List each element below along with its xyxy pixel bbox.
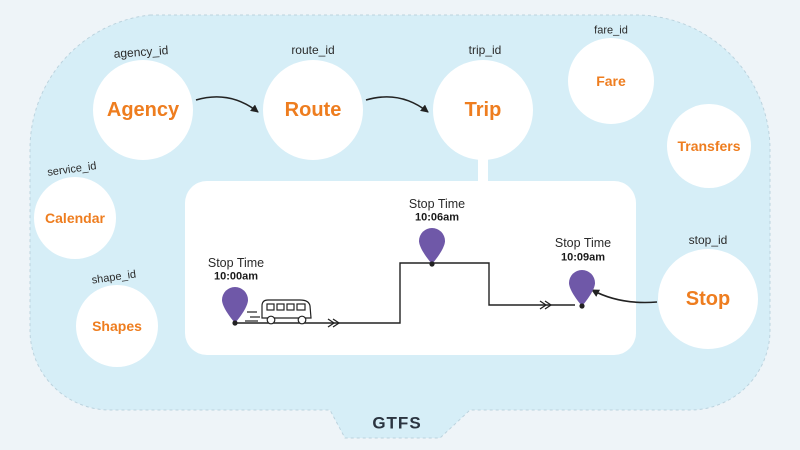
trip-title: Trip <box>464 99 502 121</box>
transfers-title: Transfers <box>677 138 741 154</box>
calendar-title: Calendar <box>45 210 105 226</box>
stop-to-stoptime-arrow <box>591 289 658 304</box>
stop-time-value: 10:00am <box>213 270 259 283</box>
fare-node <box>568 38 654 124</box>
fare-key-label: fare_id <box>594 24 628 37</box>
stop-time-title: Stop Time <box>554 235 612 250</box>
trip-path-line <box>236 262 575 324</box>
agency-key-label: agency_id <box>113 43 169 61</box>
transfers-node <box>667 104 751 188</box>
agency-title: Agency <box>106 99 180 121</box>
route-title: Route <box>284 99 342 121</box>
route-node <box>263 60 363 160</box>
shapes-title: Shapes <box>92 318 142 334</box>
stop-time-title: Stop Time <box>408 196 466 211</box>
map-pin-icon <box>419 228 445 267</box>
shapes-node <box>76 285 158 367</box>
map-pin-icon <box>569 270 595 309</box>
arrow-icon <box>327 318 341 328</box>
stop-title: Stop <box>685 288 731 310</box>
stop-key-label: stop_id <box>688 233 728 247</box>
arrow-icon <box>539 300 553 310</box>
map-pin-icon <box>222 287 248 326</box>
bus-icon <box>245 299 312 325</box>
route-to-trip-arrow <box>365 96 429 113</box>
stop-time-value: 10:09am <box>560 251 606 264</box>
trip-node <box>433 60 533 160</box>
trip-key-label: trip_id <box>468 43 502 57</box>
stop-time-value: 10:06am <box>414 211 460 224</box>
trip-connector <box>478 150 488 186</box>
route-key-label: route_id <box>291 43 335 57</box>
fare-title: Fare <box>596 73 626 89</box>
agency-to-route-arrow <box>195 96 259 113</box>
stop-time-title: Stop Time <box>207 255 265 270</box>
agency-node <box>93 60 193 160</box>
stop-node <box>658 249 758 349</box>
calendar-node <box>34 177 116 259</box>
gtfs-label: GTFS <box>372 413 422 433</box>
